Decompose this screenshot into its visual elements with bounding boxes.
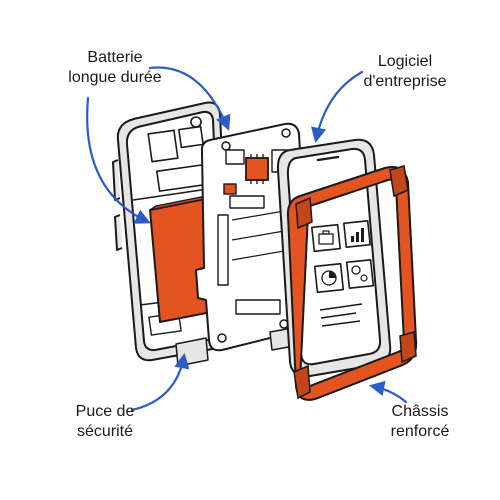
callout-battery: Batterie longue durée — [40, 48, 190, 88]
callout-software-line2: d'entreprise — [330, 72, 480, 92]
callout-battery-line2: longue durée — [40, 68, 190, 88]
callout-chassis: Châssis renforcé — [350, 402, 490, 442]
callout-software: Logiciel d'entreprise — [330, 52, 480, 92]
callout-battery-line1: Batterie — [40, 48, 190, 68]
callout-software-line1: Logiciel — [330, 52, 480, 72]
callout-chip-line1: Puce de — [30, 402, 180, 422]
callout-chassis-line1: Châssis — [350, 402, 490, 422]
callout-chip: Puce de sécurité — [30, 402, 180, 442]
arrow-chassis — [372, 386, 406, 402]
callout-chassis-line2: renforcé — [350, 422, 490, 442]
callout-chip-line2: sécurité — [30, 422, 180, 442]
